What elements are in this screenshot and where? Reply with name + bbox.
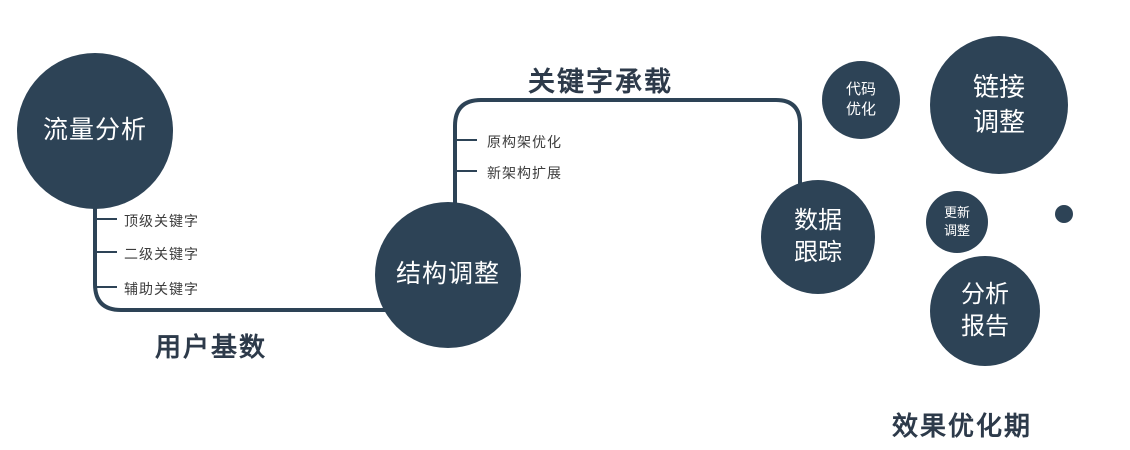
node-update-adjustment: 更新 调整	[926, 191, 988, 253]
branch-label-new-framework: 新架构扩展	[487, 165, 562, 181]
branch-label-second-keywords: 二级关键字	[124, 246, 199, 262]
edge-structure-to-tracking	[453, 98, 802, 208]
node-update-adjustment-label: 更新 调整	[943, 205, 970, 238]
node-structure-adjustment: 结构调整	[375, 202, 521, 348]
bullet-dot	[1055, 205, 1073, 223]
branch-label-original-framework: 原构架优化	[487, 134, 562, 150]
node-traffic-analysis-label: 流量分析	[42, 116, 147, 145]
node-code-optimization-label: 代码 优化	[845, 80, 876, 118]
edge-label-keyword-bearing: 关键字承载	[528, 67, 673, 97]
node-link-adjustment: 链接 调整	[930, 36, 1068, 174]
node-analysis-report: 分析 报告	[930, 256, 1040, 366]
node-analysis-report-label: 分析 报告	[961, 280, 1009, 340]
node-data-tracking: 数据 跟踪	[761, 180, 875, 294]
node-traffic-analysis: 流量分析	[17, 53, 173, 209]
branch-label-auxiliary-keywords: 辅助关键字	[124, 281, 199, 297]
branch-label-top-keywords: 顶级关键字	[124, 213, 199, 229]
edge-label-user-base: 用户基数	[155, 332, 268, 362]
node-structure-adjustment-label: 结构调整	[395, 260, 500, 289]
node-data-tracking-label: 数据 跟踪	[794, 206, 842, 266]
node-code-optimization: 代码 优化	[822, 61, 900, 139]
node-link-adjustment-label: 链接 调整	[972, 71, 1025, 137]
footer-phase-label: 效果优化期	[892, 411, 1033, 441]
